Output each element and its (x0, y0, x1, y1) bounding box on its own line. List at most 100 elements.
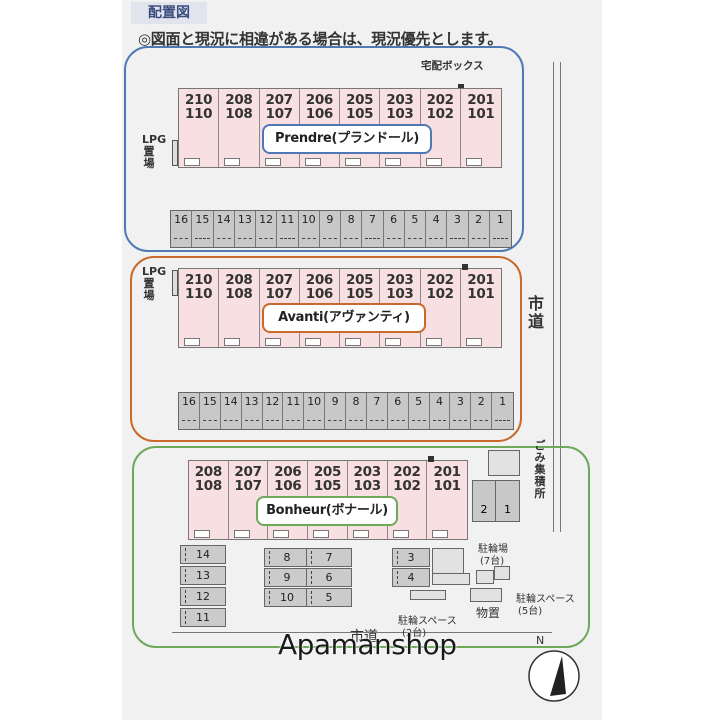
parking-slot-10: 10 (299, 211, 320, 247)
unit-number-upper: 205 (345, 92, 374, 108)
unit-number-lower: 106 (305, 286, 334, 302)
unit-number-lower: 106 (274, 478, 302, 494)
outline-prendre (124, 46, 524, 252)
unit-number-lower: 110 (184, 106, 213, 122)
plan-title: 配置図 (131, 2, 207, 24)
unit-door (385, 158, 402, 166)
delivery-box-label: 宅配ボックス (421, 60, 484, 72)
road-edge-right-1 (553, 62, 554, 532)
parking-slot-15: 15 (200, 393, 221, 429)
parking-slot-14: 14 (180, 545, 226, 564)
parking-slot-number: 7 (373, 395, 381, 408)
parking-slot-13: 13 (180, 566, 226, 585)
unit-number-lower: 102 (393, 478, 421, 494)
parking-slot-6: 6 (306, 568, 352, 587)
parking-slot-number: 8 (283, 551, 291, 564)
north-compass-icon (528, 650, 580, 702)
outline-bonheur (132, 446, 590, 648)
unit-number-upper: 205 (313, 464, 342, 480)
parking-slot-12: 12 (263, 393, 284, 429)
unit-door (233, 530, 250, 538)
parking-slot-number: 11 (280, 213, 295, 226)
unit-door (264, 338, 281, 346)
unit-number-lower: 108 (225, 286, 253, 302)
parking-slot-number: 1 (499, 395, 507, 408)
parking-slot-7: 7 (367, 393, 388, 429)
parking-slot-9: 9 (264, 568, 310, 587)
lpg-marker-2 (172, 270, 178, 296)
parking-slot-10: 10 (264, 588, 310, 607)
parking-slot-1: 1 (490, 211, 511, 247)
parking-slot-number: 15 (195, 213, 210, 226)
unit-door (313, 530, 330, 538)
parking-slot-5: 5 (409, 393, 430, 429)
parking-slot-7: 7 (362, 211, 384, 247)
parking-slot-11: 11 (180, 608, 226, 627)
unit-number-lower: 105 (313, 478, 342, 494)
outline-avanti (130, 256, 522, 442)
unit-number-upper: 203 (386, 272, 414, 288)
bike-shelter (432, 548, 464, 574)
bonheur-marker (428, 456, 434, 462)
unit-number-lower: 103 (386, 106, 414, 122)
city-road-label-bottom: 市道 (350, 629, 378, 645)
unit-number-upper: 201 (467, 272, 495, 288)
parking-slot-number: 3 (407, 551, 415, 564)
parking-slot-number: 5 (411, 213, 419, 226)
parking-slot-number: 6 (325, 571, 333, 584)
unit-number-upper: 202 (426, 92, 454, 108)
unit-number-upper: 208 (225, 272, 253, 288)
storage-label: 物置 (476, 606, 501, 620)
storage-box (470, 588, 502, 602)
parking-slot-number: 16 (174, 213, 189, 226)
unit-number-lower: 105 (345, 106, 374, 122)
parking-slot-number: 14 (196, 548, 210, 561)
unit-number-lower: 106 (305, 106, 334, 122)
bike-lot-count: (7台) (480, 556, 505, 567)
parking-slot-6: 6 (384, 211, 405, 247)
unit-number-upper: 206 (274, 464, 302, 480)
lpg-label-2: LPG置場 (142, 265, 167, 302)
parking-slot-8: 8 (341, 211, 363, 247)
unit-number-upper: 202 (393, 464, 421, 480)
unit-number-lower: 101 (433, 478, 461, 494)
garbage-label: ごみ集積所 (534, 439, 546, 500)
unit-number-lower: 103 (386, 286, 414, 302)
parking-slot-number: 4 (432, 213, 440, 226)
unit-door (465, 338, 482, 346)
parking-slot-6: 6 (388, 393, 409, 429)
lpg-marker-1 (172, 140, 178, 166)
unit-door (304, 158, 321, 166)
unit-door (352, 530, 369, 538)
parking-slot-9: 9 (320, 211, 341, 247)
unit-number-upper: 203 (353, 464, 382, 480)
unit-number-lower: 107 (265, 106, 293, 122)
parking-slot-number: 8 (347, 213, 355, 226)
parking-slot-number: 2 (477, 395, 485, 408)
parking-slot-number: 1 (496, 213, 504, 226)
parking-slot-number: 5 (325, 591, 333, 604)
unit-number-lower: 101 (467, 286, 495, 302)
parking-slot-number: 11 (286, 395, 301, 408)
unit-number-lower: 102 (426, 106, 454, 122)
parking-slot-number: 15 (202, 395, 217, 408)
compass-letter: N (536, 634, 545, 647)
unit-number-upper: 210 (184, 92, 213, 108)
unit-number-upper: 207 (265, 272, 293, 288)
parking-slot-number: 3 (456, 395, 464, 408)
unit-number-lower: 108 (194, 478, 223, 494)
parking-slot-16: 16 (171, 211, 193, 247)
bike-rack-4 (410, 590, 446, 600)
parking-slot-4: 4 (426, 211, 448, 247)
delivery-box-marker (458, 84, 464, 90)
unit-door (392, 530, 409, 538)
